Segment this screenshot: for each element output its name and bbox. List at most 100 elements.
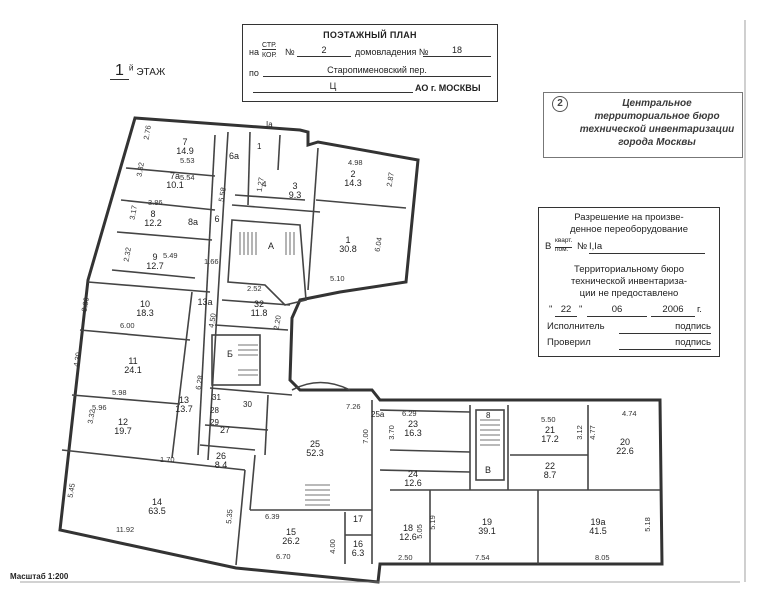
- dim: 1.70: [160, 455, 175, 464]
- executor-label: Исполнитель: [547, 321, 605, 332]
- room-6: 6: [214, 214, 220, 224]
- dim: 5.98: [112, 388, 127, 397]
- dim: 5.49: [163, 251, 178, 260]
- small-label: 1: [257, 142, 262, 151]
- ao-label: АО г. МОСКВЫ: [415, 83, 481, 93]
- rooms-value: I,Ia: [589, 241, 705, 254]
- dim: 2.20: [271, 314, 284, 331]
- dim: 5.19: [427, 515, 437, 530]
- scale-label: Масштаб 1:200: [10, 572, 69, 581]
- dim: 5.10: [330, 274, 345, 283]
- dim: 4.00: [327, 539, 337, 554]
- po-label: по: [249, 68, 259, 78]
- dim: 2.76: [141, 124, 154, 141]
- dim: 2.87: [384, 171, 397, 188]
- bti-text3: ции не предоставлено: [579, 288, 679, 299]
- small-label: 4: [262, 180, 267, 189]
- dim: 5.45: [65, 482, 78, 499]
- dim: 7.00: [360, 429, 370, 444]
- room-27: 27: [219, 425, 230, 435]
- small-label: 30: [243, 400, 252, 409]
- checked-signature: подпись: [619, 337, 711, 350]
- dim: 6.70: [276, 552, 291, 561]
- dim: 3.32: [85, 408, 98, 425]
- dim: 2.52: [247, 284, 262, 293]
- small-label: 25а: [371, 410, 385, 419]
- dim: 5.96: [92, 403, 107, 412]
- stair-v-label: В: [484, 465, 491, 475]
- dim: 8.05: [595, 553, 610, 562]
- dim: 11.92: [116, 525, 135, 534]
- floor-number: 1: [110, 62, 129, 80]
- street: Старопименовский пер.: [263, 65, 491, 77]
- dim: 7.54: [475, 553, 490, 562]
- executor-signature: подпись: [619, 321, 711, 334]
- stair-b-label: Б: [227, 349, 233, 359]
- dim: 2.32: [121, 246, 134, 263]
- permission-month: 06: [587, 304, 647, 317]
- dim: 7.26: [346, 402, 361, 411]
- bti-line: города Москвы: [618, 137, 696, 148]
- bti-text2: технической инвентариза-: [570, 276, 688, 287]
- no-label: №: [285, 47, 295, 57]
- dim: 6.29: [402, 409, 417, 418]
- dim: 3.82: [134, 161, 147, 178]
- small-label: 31: [212, 393, 221, 402]
- plan-title: ПОЭТАЖНЫЙ ПЛАН: [323, 30, 417, 40]
- room-17: 17: [352, 514, 363, 524]
- room-13a: 13а: [197, 297, 213, 307]
- district: Ц: [253, 81, 413, 93]
- bti-stamp-number: 2: [552, 96, 568, 112]
- dim: 5.05: [414, 524, 424, 539]
- dim: 3.30: [79, 296, 92, 313]
- dim: 4.74: [622, 409, 637, 418]
- domovladenie-no: 18: [423, 45, 491, 57]
- permission-day: 22: [555, 304, 577, 317]
- dim: 3.12: [574, 425, 584, 440]
- dim: 5.50: [541, 415, 556, 424]
- dim: 5.35: [224, 508, 235, 525]
- no-label: №: [577, 241, 588, 252]
- dim: 3.70: [386, 425, 396, 440]
- kvart-top: кварт.: [555, 235, 573, 248]
- checked-label: Проверил: [547, 337, 591, 348]
- bti-line: Центральное: [622, 98, 692, 109]
- dim: 4.50: [206, 312, 219, 329]
- dim: 4.30: [71, 351, 84, 368]
- dim: 6.39: [265, 512, 280, 521]
- domovladenie-label: домовладения №: [355, 47, 429, 57]
- bti-stamp: 2 Центральное территориальное бюро техни…: [543, 92, 743, 158]
- bti-stamp-text: Центральное территориальное бюро техниче…: [578, 97, 736, 149]
- floor-suffix: й: [128, 62, 134, 73]
- stair-a-label: А: [267, 241, 274, 251]
- dim: 2.50: [398, 553, 413, 562]
- dim: 6.00: [120, 321, 135, 330]
- room-8a: 8а: [187, 217, 198, 227]
- building-no: 2: [297, 45, 351, 57]
- dim: 1.66: [204, 257, 219, 266]
